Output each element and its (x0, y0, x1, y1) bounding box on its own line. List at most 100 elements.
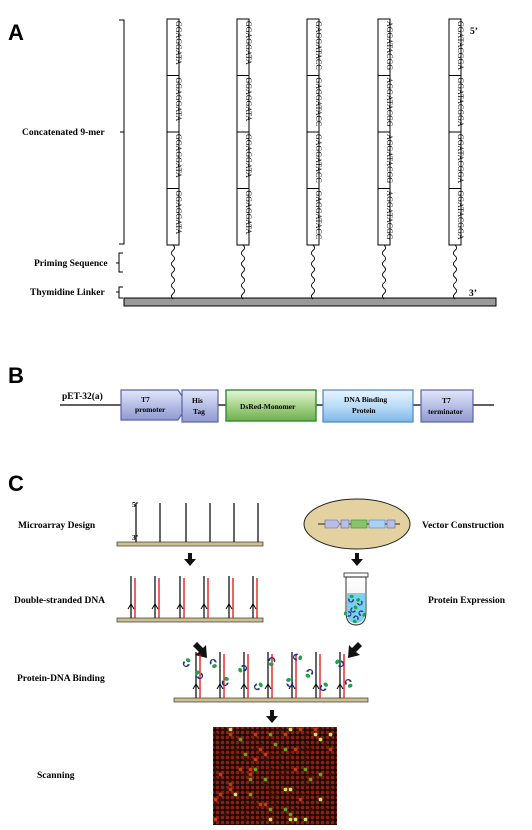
binding-domain (348, 598, 354, 603)
binding-domain (353, 615, 359, 621)
t7-terminator: T7 terminator (420, 389, 474, 423)
priming-bracket (118, 252, 123, 273)
mini-binding (368, 519, 386, 529)
label-concatenated-9mer: Concatenated 9-mer (22, 128, 105, 138)
dsred-domain (349, 594, 354, 599)
dsred-domain (258, 682, 263, 688)
arrow-head-icon (127, 603, 135, 610)
scan-spot (288, 792, 293, 797)
dsred-domain (298, 655, 303, 661)
priming-linker-wave (452, 244, 458, 300)
protein-icon (344, 679, 353, 688)
scan-spot (248, 737, 253, 742)
probe-sequence: GAGGATACC (314, 191, 323, 240)
panel-a: A Concatenated 9-mer Priming Sequence Th… (8, 18, 497, 307)
scan-spot (268, 807, 273, 812)
probe-sequence: GGATACGGA (456, 78, 465, 127)
dna-binding-protein: DNA Binding Protein (322, 389, 414, 423)
arrow-head-icon (192, 683, 200, 690)
panel-b: B pET-32(a) T7 promoter His Tag DsRed-Mo… (8, 363, 494, 423)
scan-spot (253, 737, 258, 742)
tube-rim (343, 572, 369, 578)
label-double-stranded-dna: Double-stranded DNA (14, 596, 105, 606)
binding-domain (221, 680, 229, 686)
protein-icon (195, 670, 204, 680)
probe-sequence: AGGATACGG (385, 134, 394, 183)
arrow-head-icon (312, 683, 320, 690)
mini-histag (340, 519, 350, 529)
scan-spot (238, 737, 243, 742)
scan-spot (258, 742, 263, 747)
priming-linker-wave (240, 244, 246, 300)
label-c-5-prime: 5’ (132, 500, 138, 509)
scan-spot (303, 732, 308, 737)
scan-spot (283, 767, 288, 772)
binding-domain (319, 684, 327, 692)
dna-binding-line1: DNA Binding (344, 395, 387, 404)
probe-columns: GGAGGATAGGAGGATAGGAGGATAGGAGGATAGGAGGATA… (166, 18, 465, 300)
scan-spot (228, 787, 233, 792)
binding-domain (358, 610, 364, 617)
binding-probes (192, 652, 345, 698)
scan-spot (293, 747, 298, 752)
scan-spot (328, 737, 333, 742)
mini-terminator (386, 519, 396, 529)
scan-spot (328, 787, 333, 792)
scan-spot (258, 747, 263, 752)
protein-icon (293, 653, 303, 661)
scan-spot (303, 782, 308, 787)
down-arrow-icon (266, 710, 278, 723)
scan-spot (248, 757, 253, 762)
protein-icon (286, 677, 294, 687)
label-priming-sequence: Priming Sequence (34, 259, 108, 269)
scan-spot (303, 747, 308, 752)
scan-spot (223, 727, 228, 732)
arrow-head-icon (225, 603, 233, 610)
scan-spot (218, 797, 223, 802)
dsred-domain (335, 659, 340, 665)
t7-promoter-line2: promoter (135, 405, 166, 414)
his-tag-line2: Tag (193, 407, 205, 416)
dsred-domain (224, 676, 229, 681)
dsred-label: DsRed-Monomer (240, 402, 296, 411)
arrow-head-icon (176, 603, 184, 610)
array-slide (123, 297, 497, 307)
scan-spot (278, 727, 283, 732)
binding-domain (347, 611, 352, 617)
scan-spot (253, 807, 258, 812)
dna-binding-line2: Protein (352, 406, 376, 415)
label-microarray-design: Microarray Design (18, 521, 96, 531)
scan-spot (303, 792, 308, 797)
down-arrow-icon (184, 553, 196, 566)
scan-spot (273, 817, 278, 822)
binding-domain (268, 657, 276, 663)
label-protein-expression: Protein Expression (428, 596, 506, 606)
probe-sequence: GGAGGATA (174, 134, 183, 178)
scan-spot (288, 817, 293, 822)
scan-spot (313, 797, 318, 802)
probe-sequence: GGATACGGA (456, 191, 465, 240)
scan-spot (248, 772, 253, 777)
probe-sequence: GAGGATACC (314, 134, 323, 183)
scan-spot (223, 787, 228, 792)
scan-spot (263, 777, 268, 782)
scan-spot (288, 787, 293, 792)
scan-spot (293, 767, 298, 772)
scan-spot (268, 752, 273, 757)
label-scanning: Scanning (37, 771, 75, 781)
scan-spot (233, 752, 238, 757)
panel-b-letter: B (8, 363, 24, 388)
dsred-domain (238, 667, 243, 673)
probe-sequence: GAGGATACC (314, 78, 323, 127)
scan-spot (253, 797, 258, 802)
priming-linker-wave (381, 244, 387, 300)
scan-spot (323, 742, 328, 747)
scan-spot (268, 797, 273, 802)
dsred-domain (353, 605, 358, 610)
label-vector-construction: Vector Construction (422, 521, 505, 531)
label-5-prime: 5’ (470, 27, 478, 37)
probe-sequence: AGGATACGG (385, 21, 394, 70)
dsred-monomer: DsRed-Monomer (225, 389, 317, 422)
scan-spot (283, 807, 288, 812)
